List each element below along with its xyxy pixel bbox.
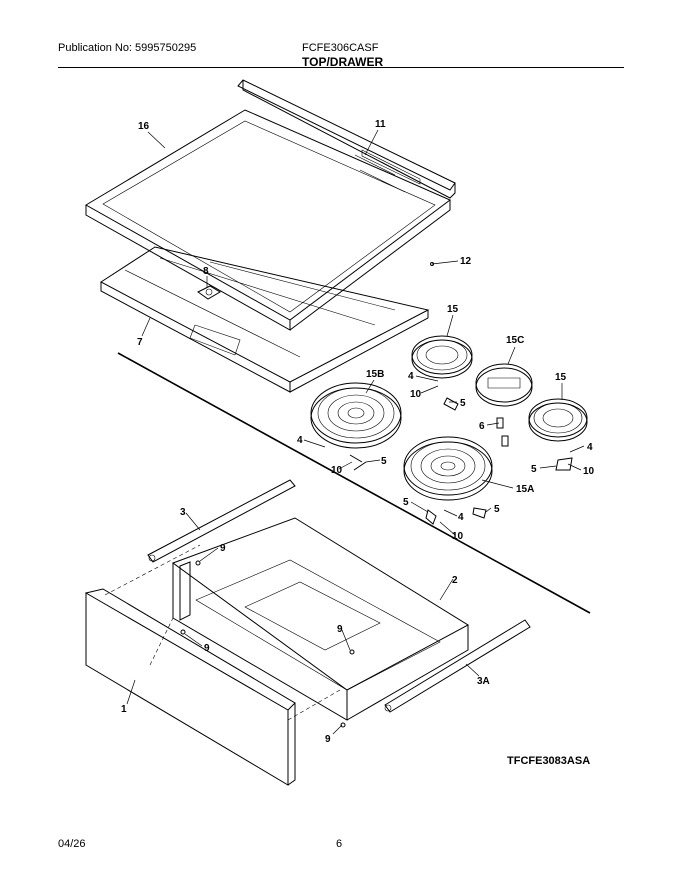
callout-5-c: 5 [531,464,537,475]
diagram-code: TFCFE3083ASA [507,755,591,767]
callout-10-b: 10 [331,465,343,476]
leader-lines [126,129,585,735]
callout-5-e: 5 [494,504,500,515]
callout-16: 16 [138,121,150,132]
callout-5-a: 5 [460,398,466,409]
model-number: FCFE306CASF [302,42,379,54]
surface-element-center [475,363,533,407]
cooktop-glass-top [85,109,451,331]
callout-5-b: 5 [381,456,387,467]
callout-15a: 15A [516,484,534,495]
callout-15-right: 15 [555,372,567,383]
callout-9-d: 9 [325,734,331,745]
callout-4-d: 4 [458,512,464,523]
callout-4-c: 4 [587,442,593,453]
guide-lines [104,544,341,721]
callout-9-b: 9 [204,643,210,654]
callout-3a: 3A [477,676,490,687]
surface-element-right [528,398,588,442]
terminal-clips [349,397,573,525]
callout-4-b: 4 [297,435,303,446]
callout-15c: 15C [506,335,524,346]
callout-15b: 15B [366,369,384,380]
callout-10-a: 10 [410,389,422,400]
page-number: 6 [336,838,343,850]
footer-date: 04/26 [58,838,86,850]
top-frame [100,246,430,393]
drawer-front [84,588,296,786]
separator-line [117,352,591,614]
drawer-body [171,517,469,721]
infinite-switch-part [197,285,221,300]
callout-10-c: 10 [583,466,595,477]
section-title: TOP/DRAWER [302,55,384,69]
callout-3: 3 [180,507,186,518]
callout-11: 11 [375,119,386,130]
callout-10-d: 10 [452,531,464,542]
screws [180,262,434,728]
callout-9-c: 9 [337,624,343,635]
surface-element-left [411,335,473,379]
callout-6: 6 [479,421,485,432]
callout-4-a: 4 [408,371,414,382]
callout-8: 8 [203,266,209,277]
publication-number: Publication No: 5995750295 [58,42,197,54]
callout-12: 12 [460,256,472,267]
callout-15-left: 15 [447,304,459,315]
rear-trim [237,79,456,199]
callout-7: 7 [137,337,143,348]
surface-element-dual-right [403,436,493,501]
surface-element-dual-left [310,382,402,449]
callout-1: 1 [121,704,127,715]
callout-5-d: 5 [403,497,409,508]
callout-2: 2 [452,575,458,586]
drawer-rails [147,479,531,713]
callout-labels: 16 11 12 8 7 15 15C 15 15B 15A 4 10 5 6 … [121,119,595,745]
header-rule [58,67,624,68]
callout-9-a: 9 [220,543,226,554]
